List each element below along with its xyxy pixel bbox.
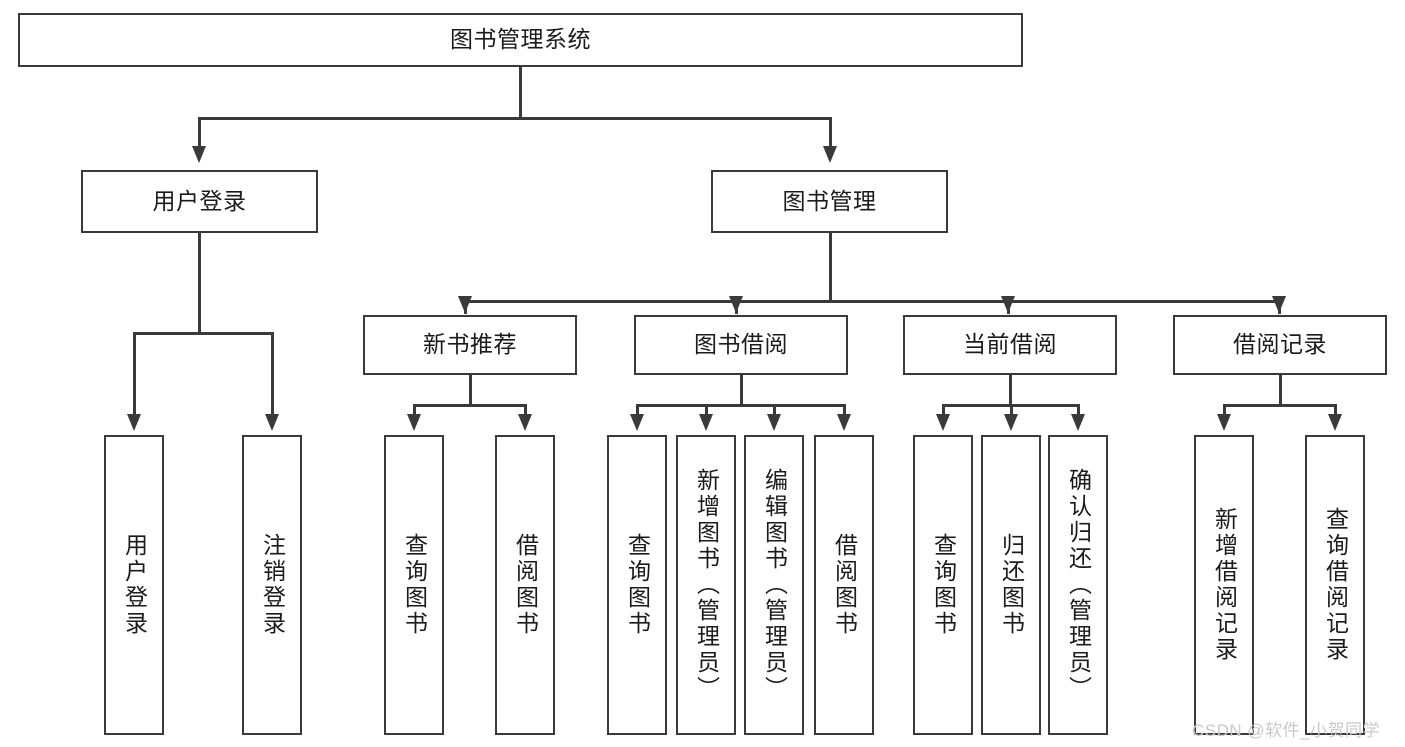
arrowhead-bm-to-current xyxy=(1001,296,1015,313)
edge-book-borrow-to-leaf-0 xyxy=(636,404,639,416)
watermark-text: CSDN @软件_小贺同学 xyxy=(1192,721,1381,740)
node-label: 当前借阅 xyxy=(963,331,1057,358)
edge-current-borrow-to-leaf-2 xyxy=(1077,404,1080,416)
node-root-book-management-system[interactable]: 图书管理系统 xyxy=(18,13,1023,67)
node-book-borrow[interactable]: 图书借阅 xyxy=(634,315,848,375)
node-label: 用户登录 xyxy=(152,187,247,214)
edge-user-login-to-leaf-0 xyxy=(133,332,136,416)
node-label: 借阅图书 xyxy=(831,533,858,637)
arrowhead-current-borrow-leaf-2 xyxy=(1071,414,1085,431)
edge-current-borrow-to-leaf-0 xyxy=(942,404,945,416)
edge-new-book-to-leaf-1 xyxy=(524,404,527,416)
node-label: 新书推荐 xyxy=(423,331,517,358)
edge-borrow-record-stem xyxy=(1279,375,1282,406)
node-current-borrow[interactable]: 当前借阅 xyxy=(903,315,1117,375)
arrowhead-current-borrow-leaf-1 xyxy=(1004,414,1018,431)
arrowhead-user-login-leaf-1 xyxy=(265,414,279,431)
arrowhead-new-book-leaf-1 xyxy=(518,414,532,431)
arrowhead-new-book-leaf-0 xyxy=(407,414,421,431)
leaf-book-borrow-add-book-admin[interactable]: 新增图书（管理员） xyxy=(676,435,736,735)
edge-root-stem xyxy=(519,67,522,118)
arrowhead-borrow-record-leaf-1 xyxy=(1328,414,1342,431)
arrowhead-book-borrow-leaf-2 xyxy=(767,414,781,431)
edge-user-login-to-leaf-1 xyxy=(271,332,274,416)
edge-new-book-to-leaf-0 xyxy=(413,404,416,416)
arrowhead-root-to-user-login xyxy=(192,146,206,163)
edge-borrow-record-bus xyxy=(1223,404,1336,407)
node-label: 查询借阅记录 xyxy=(1322,507,1349,663)
arrowhead-bm-to-new-book xyxy=(458,296,472,313)
edge-new-book-bus xyxy=(413,404,526,407)
node-label: 新增图书（管理员） xyxy=(693,468,720,702)
edge-book-borrow-to-leaf-3 xyxy=(843,404,846,416)
edge-borrow-record-to-leaf-0 xyxy=(1223,404,1226,416)
leaf-book-borrow-query-book[interactable]: 查询图书 xyxy=(607,435,667,735)
leaf-book-borrow-borrow-book[interactable]: 借阅图书 xyxy=(814,435,874,735)
node-borrow-record[interactable]: 借阅记录 xyxy=(1173,315,1387,375)
node-label: 查询图书 xyxy=(930,533,957,637)
edge-user-login-stem xyxy=(198,233,201,334)
arrowhead-book-borrow-leaf-0 xyxy=(630,414,644,431)
node-label: 注销登录 xyxy=(259,533,286,637)
leaf-new-book-query-book[interactable]: 查询图书 xyxy=(384,435,444,735)
edge-book-borrow-to-leaf-1 xyxy=(705,404,708,416)
edge-current-borrow-to-leaf-1 xyxy=(1010,404,1013,416)
node-new-book-recommend[interactable]: 新书推荐 xyxy=(363,315,577,375)
arrowhead-user-login-leaf-0 xyxy=(127,414,141,431)
node-label: 图书管理 xyxy=(782,187,877,214)
arrowhead-book-borrow-leaf-1 xyxy=(699,414,713,431)
leaf-new-book-borrow-book[interactable]: 借阅图书 xyxy=(495,435,555,735)
node-user-login[interactable]: 用户登录 xyxy=(81,170,318,233)
node-label: 编辑图书（管理员） xyxy=(761,468,788,702)
node-label: 查询图书 xyxy=(624,533,651,637)
edge-root-to-user-login xyxy=(198,117,201,148)
arrowhead-book-borrow-leaf-3 xyxy=(837,414,851,431)
leaf-user-login-logout[interactable]: 注销登录 xyxy=(242,435,302,735)
leaf-borrow-record-query-record[interactable]: 查询借阅记录 xyxy=(1305,435,1365,735)
edge-root-bus xyxy=(198,117,831,120)
edge-book-management-bus xyxy=(464,300,1280,303)
edge-borrow-record-to-leaf-1 xyxy=(1334,404,1337,416)
leaf-user-login-login[interactable]: 用户登录 xyxy=(104,435,164,735)
leaf-current-borrow-confirm-return-admin[interactable]: 确认归还（管理员） xyxy=(1048,435,1108,735)
node-label: 归还图书 xyxy=(998,533,1025,637)
edge-book-borrow-stem xyxy=(740,375,743,406)
edge-user-login-bus xyxy=(133,332,273,335)
arrowhead-borrow-record-leaf-0 xyxy=(1217,414,1231,431)
arrowhead-bm-to-borrow xyxy=(729,296,743,313)
leaf-book-borrow-edit-book-admin[interactable]: 编辑图书（管理员） xyxy=(744,435,804,735)
leaf-current-borrow-query-book[interactable]: 查询图书 xyxy=(913,435,973,735)
node-label: 图书管理系统 xyxy=(450,26,591,53)
edge-root-to-book-management xyxy=(829,117,832,148)
node-label: 新增借阅记录 xyxy=(1211,507,1238,663)
arrowhead-root-to-book-management xyxy=(823,146,837,163)
node-label: 借阅图书 xyxy=(512,533,539,637)
edge-book-borrow-to-leaf-2 xyxy=(773,404,776,416)
node-label: 用户登录 xyxy=(121,533,148,637)
arrowhead-bm-to-record xyxy=(1272,296,1286,313)
node-label: 图书借阅 xyxy=(694,331,788,358)
arrowhead-current-borrow-leaf-0 xyxy=(936,414,950,431)
edge-current-borrow-stem xyxy=(1009,375,1012,406)
edge-book-borrow-bus xyxy=(636,404,845,407)
node-book-management[interactable]: 图书管理 xyxy=(711,170,948,233)
edge-book-management-stem xyxy=(829,233,832,302)
node-label: 确认归还（管理员） xyxy=(1065,468,1092,702)
edge-new-book-stem xyxy=(469,375,472,406)
node-label: 查询图书 xyxy=(401,533,428,637)
node-label: 借阅记录 xyxy=(1233,331,1327,358)
leaf-borrow-record-add-record[interactable]: 新增借阅记录 xyxy=(1194,435,1254,735)
leaf-current-borrow-return-book[interactable]: 归还图书 xyxy=(981,435,1041,735)
